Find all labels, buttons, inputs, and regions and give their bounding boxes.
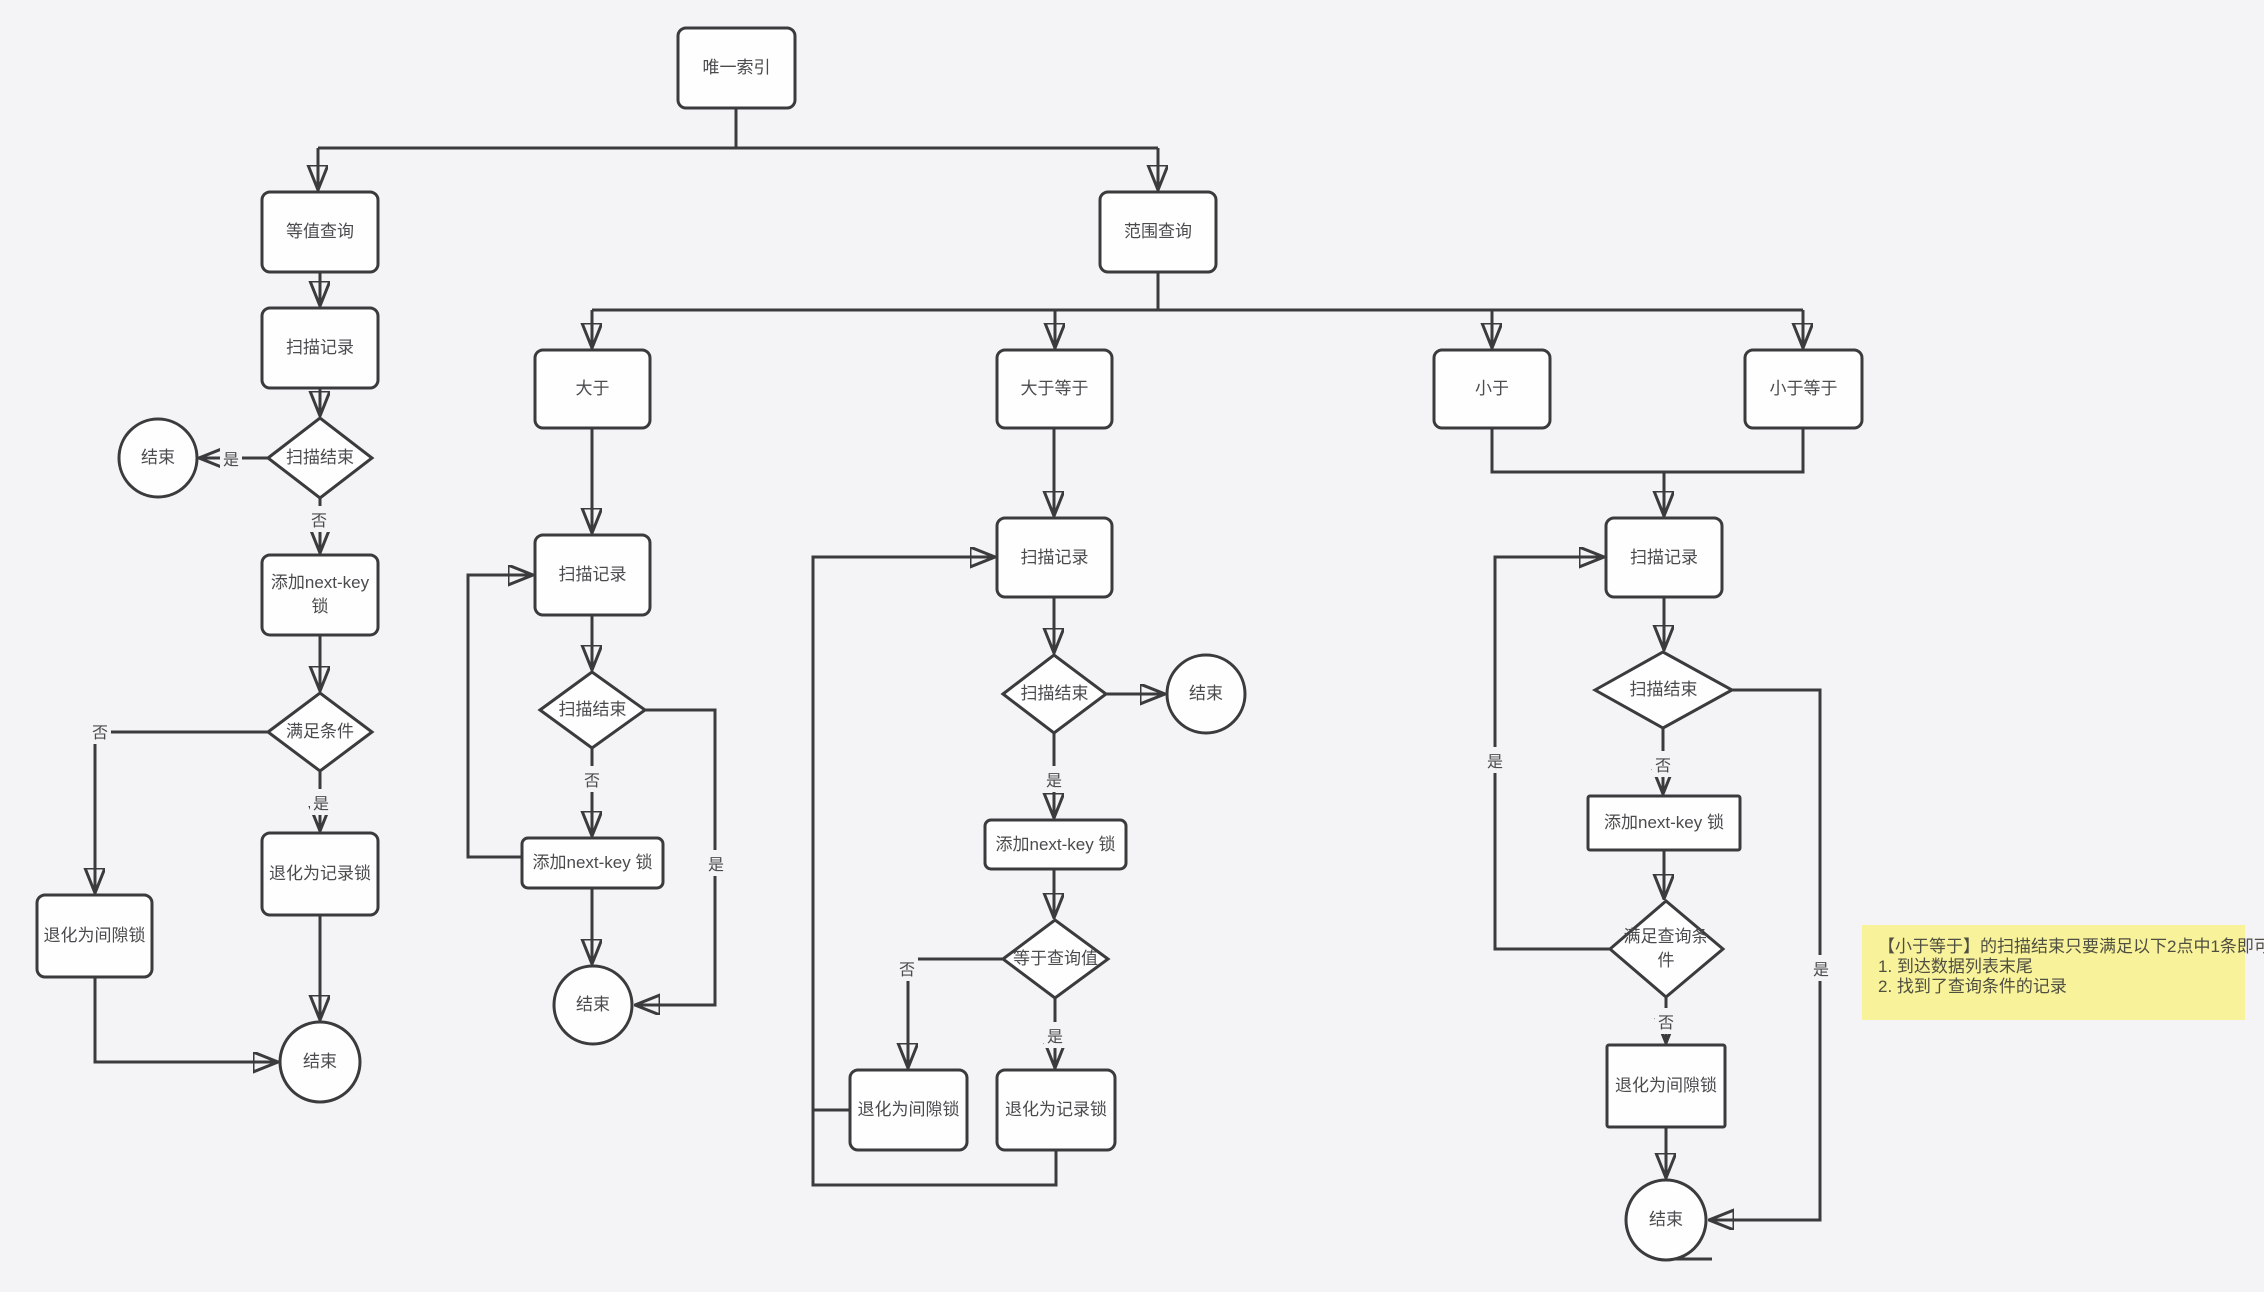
ge-add-lock-box: [983, 818, 1128, 871]
eq-end-bottom-circle: [278, 1020, 362, 1104]
eq-end-left-circle: [117, 417, 199, 499]
ge-eq-value-diamond: [1000, 918, 1111, 1000]
lt-box: [1432, 348, 1552, 430]
gt-scan-end-diamond: [537, 670, 648, 750]
edge-lt-scanend-yes-to-end: [1710, 688, 1822, 1220]
eq-scan-box: [260, 306, 380, 390]
lt-scan-end-diamond: [1591, 650, 1736, 730]
eq-add-lock-box: [260, 553, 380, 637]
edge-ge-eqvalue-no-to-gaplock: [908, 957, 1003, 1067]
ge-scan-box: [995, 516, 1114, 599]
eq-scan-end-diamond: [265, 416, 375, 500]
sticky-note-item-2: 2. 找到了查询条件的记录: [1878, 977, 2067, 996]
edge-eq-gaplock-to-end: [93, 977, 277, 1062]
edge-lt-le-merge: [1490, 428, 1805, 515]
ge-end-circle: [1165, 653, 1247, 735]
eq-record-lock-box: [260, 831, 380, 917]
sticky-note: 【小于等于】的扫描结束只要满足以下2点中1条即可 1. 到达数据列表末尾 2. …: [1862, 925, 2264, 1020]
edge-lt-condition-yes-loop-to-scan: [1493, 557, 1610, 951]
range-query-box: [1098, 190, 1218, 274]
edge-gt-addlock-loop-to-scan: [466, 575, 532, 859]
ge-box: [995, 348, 1114, 430]
eq-query-box: [260, 190, 380, 274]
lt-gap-lock-box: [1605, 1043, 1727, 1129]
lt-scan-box: [1604, 516, 1724, 599]
gt-end-circle: [552, 964, 634, 1046]
edge-ge-recordlock-loop-to-scan: [811, 557, 1058, 1187]
le-box: [1743, 348, 1864, 430]
edge-range-split: [592, 272, 1803, 312]
gt-box: [533, 348, 652, 430]
ge-record-lock-box: [995, 1068, 1117, 1152]
unique-index-box: [676, 26, 797, 110]
eq-gap-lock-box: [35, 893, 154, 979]
edge-eq-condition-no-to-gaplock: [95, 730, 268, 892]
eq-condition-diamond: [265, 691, 375, 773]
gt-add-lock-box: [520, 836, 665, 890]
sticky-note-item-1: 1. 到达数据列表末尾: [1878, 957, 2033, 976]
gt-scan-box: [533, 533, 652, 617]
sticky-note-title: 【小于等于】的扫描结束只要满足以下2点中1条即可: [1878, 937, 2264, 956]
lt-end-circle: [1624, 1178, 1708, 1262]
ge-gap-lock-box: [848, 1068, 969, 1152]
lt-condition-diamond: [1607, 899, 1726, 999]
ge-scan-end-diamond: [1000, 653, 1109, 735]
edge-unique-split: [318, 108, 1158, 150]
lt-add-lock-box: [1586, 794, 1742, 852]
